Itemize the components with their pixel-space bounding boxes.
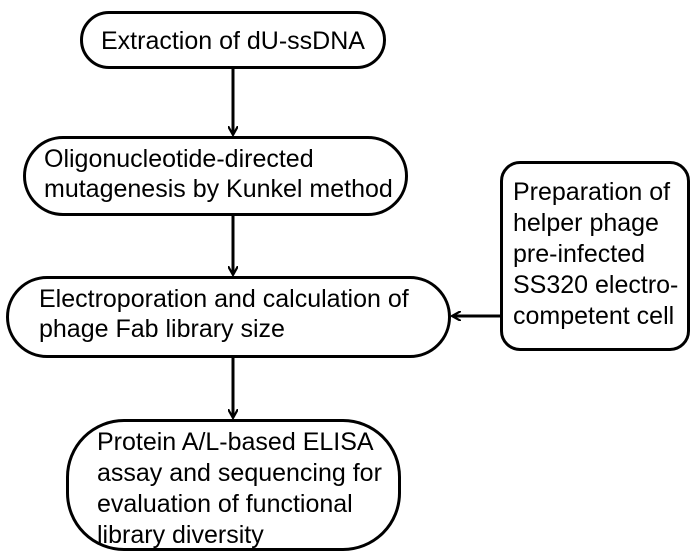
node-elisa-line-1: Protein A/L-based ELISA — [97, 428, 374, 456]
node-preparation-line-1: Preparation of — [513, 178, 671, 206]
node-mutagenesis-line-1: Oligonucleotide-directed — [44, 145, 314, 173]
node-elisa: Protein A/L-based ELISA assay and sequen… — [66, 419, 401, 551]
node-mutagenesis-line-2: mutagenesis by Kunkel method — [44, 175, 393, 203]
node-preparation-line-2: helper phage — [513, 209, 659, 237]
node-preparation: Preparation of helper phage pre-infected… — [500, 161, 690, 351]
node-mutagenesis: Oligonucleotide-directed mutagenesis by … — [23, 136, 408, 216]
node-electroporation-line-2: phage Fab library size — [39, 315, 285, 343]
node-extraction: Extraction of dU-ssDNA — [80, 11, 386, 69]
node-preparation-line-3: pre-infected — [513, 240, 646, 268]
node-elisa-line-4: library diversity — [97, 521, 264, 549]
node-elisa-line-3: evaluation of functional — [97, 490, 353, 518]
node-preparation-line-4: SS320 electro- — [513, 271, 679, 299]
node-preparation-line-5: competent cell — [513, 302, 675, 330]
node-electroporation: Electroporation and calculation of phage… — [6, 276, 451, 358]
node-elisa-line-2: assay and sequencing for — [97, 459, 382, 487]
node-extraction-text: Extraction of dU-ssDNA — [101, 27, 365, 55]
node-electroporation-line-1: Electroporation and calculation of — [39, 285, 409, 313]
